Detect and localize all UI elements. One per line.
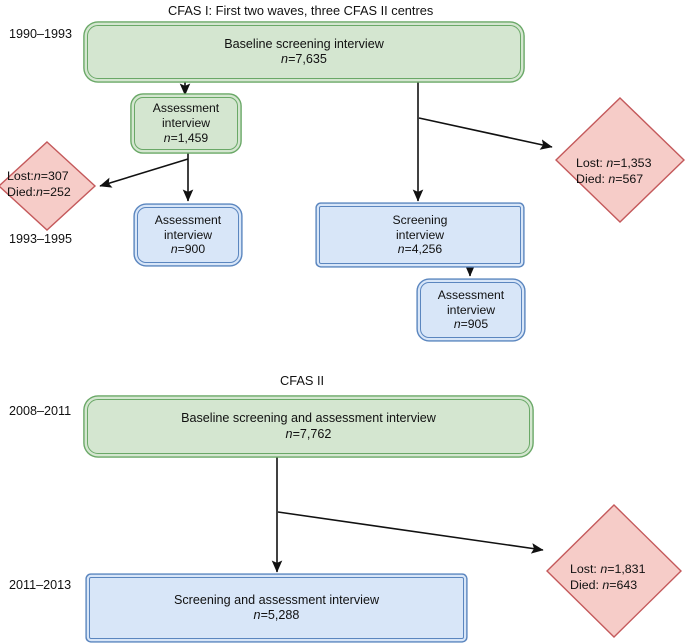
- node-n-value: n=1,459: [163, 130, 209, 145]
- attrition-lost-line: Lost: n=1,353: [576, 156, 652, 170]
- node-line-text: interview: [395, 227, 445, 242]
- node-n-value: n=4,256: [397, 242, 443, 257]
- attrition-label-307-252: Lost:n=307 Died:n=252: [7, 168, 71, 200]
- section-title-cfas2: CFAS II: [280, 373, 325, 388]
- node-n-value: n=7,635: [281, 52, 327, 66]
- node-line-text: interview: [163, 227, 213, 242]
- node-assessment-interview-900: Assessment interview n=900: [137, 207, 239, 263]
- attrition-diamond-307-252: [0, 141, 97, 231]
- node-line-text: Assessment: [437, 287, 505, 302]
- arrow-baseline7762-to-attrition1831: [277, 511, 544, 554]
- attrition-lost-line: Lost: n=1,831: [570, 562, 646, 576]
- node-line-text: interview: [161, 116, 211, 131]
- year-label-1993-1995: 1993–1995: [9, 232, 73, 246]
- attrition-lost-line: Lost:n=307: [7, 169, 69, 183]
- year-label-2008-2011: 2008–2011: [9, 404, 72, 418]
- node-baseline-screening-assessment-interview: Baseline screening and assessment interv…: [87, 399, 530, 454]
- attrition-label-1831-643: Lost: n=1,831 Died: n=643: [570, 561, 645, 593]
- node-baseline-screening-interview: Baseline screening interview n=7,635: [87, 25, 521, 79]
- node-n-value: n=5,288: [253, 608, 300, 622]
- section-title-cfas1: CFAS I: First two waves, three CFAS II c…: [168, 3, 434, 18]
- node-n-value: n=7,762: [285, 426, 332, 441]
- node-assessment-interview-905: Assessment interview n=905: [420, 282, 522, 338]
- node-line-text: Baseline screening and assessment interv…: [181, 411, 436, 426]
- year-label-2011-2013: 2011–2013: [9, 578, 72, 592]
- node-line-text: interview: [446, 302, 496, 317]
- node-line-text: Assessment: [154, 212, 222, 227]
- node-assessment-interview-1459: Assessment interview n=1,459: [134, 97, 238, 150]
- attrition-died-line: Died: n=567: [576, 172, 644, 187]
- node-screening-interview-4256: Screening interview n=4,256: [319, 206, 521, 264]
- attrition-died-line: Died: n=643: [570, 578, 638, 593]
- node-n-value: n=905: [453, 317, 489, 332]
- arrow-assessment1459-to-attrition307: [99, 158, 189, 188]
- node-line-text: Screening and assessment interview: [173, 592, 380, 607]
- attrition-diamond-1353-567: [554, 97, 685, 223]
- arrow-baseline-to-attrition1353: [418, 117, 553, 150]
- attrition-diamond-1831-643: [546, 504, 682, 638]
- node-n-value: n=900: [170, 242, 206, 257]
- node-line-text: Screening: [392, 212, 448, 227]
- year-label-1990-1993: 1990–1993: [9, 27, 73, 41]
- node-line-text: Assessment: [152, 101, 220, 116]
- node-line-text: Baseline screening interview: [224, 36, 384, 51]
- node-screening-assessment-interview-5288: Screening and assessment interview n=5,2…: [89, 577, 464, 639]
- attrition-label-1353-567: Lost: n=1,353 Died: n=567: [576, 155, 651, 187]
- attrition-died-line: Died:n=252: [7, 185, 71, 200]
